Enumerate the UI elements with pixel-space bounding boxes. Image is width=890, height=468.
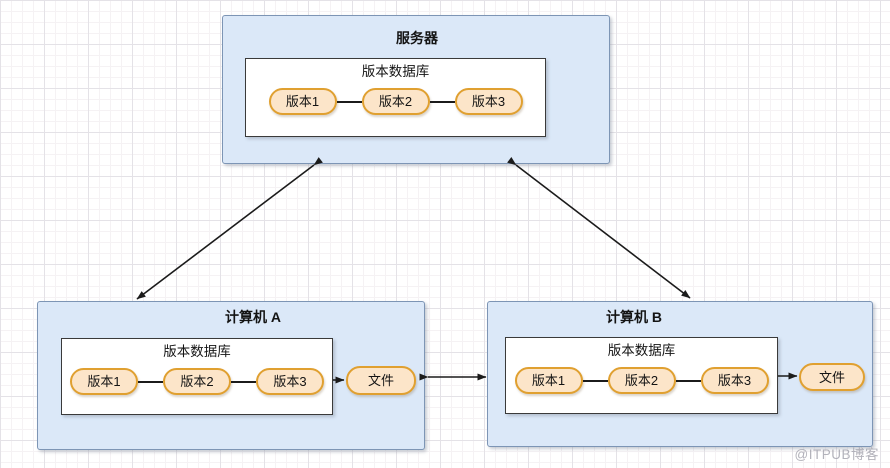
computer-a-box: 计算机 A 版本数据库 版本1 版本2 版本3 文件 — [37, 301, 425, 450]
version-pill: 版本3 — [454, 88, 523, 115]
connector-line — [675, 379, 701, 382]
version-pill: 版本3 — [256, 368, 324, 395]
version-chain: 版本1 版本2 版本3 — [70, 368, 324, 395]
computer-b-version-db-box: 版本数据库 版本1 版本2 版本3 — [505, 337, 778, 414]
computer-a-title: 计算机 A — [225, 309, 281, 325]
computer-b-box: 计算机 B 版本数据库 版本1 版本2 版本3 文件 — [487, 301, 873, 447]
computer-b-title: 计算机 B — [606, 309, 662, 325]
file-pill: 文件 — [799, 363, 865, 391]
watermark: @ITPUB博客 — [794, 447, 879, 462]
version-db-label: 版本数据库 — [361, 64, 430, 79]
computer-a-version-db-box: 版本数据库 版本1 版本2 版本3 — [61, 338, 333, 415]
server-box: 服务器 版本数据库 版本1 版本2 版本3 — [222, 15, 610, 164]
connector-line — [138, 380, 163, 383]
arrow-server-computer-a — [136, 157, 323, 300]
version-db-label: 版本数据库 — [607, 343, 676, 358]
version-db-label: 版本数据库 — [163, 344, 231, 359]
version-chain: 版本1 版本2 版本3 — [514, 367, 769, 394]
version-pill: 版本1 — [268, 88, 337, 115]
connector-line — [336, 100, 362, 103]
arrow-server-computer-b — [507, 157, 691, 299]
connector-line — [582, 379, 608, 382]
connector-line — [429, 100, 455, 103]
version-pill: 版本1 — [70, 368, 138, 395]
version-pill: 版本3 — [700, 367, 769, 394]
version-pill: 版本1 — [514, 367, 583, 394]
version-pill: 版本2 — [163, 368, 231, 395]
server-title: 服务器 — [396, 30, 438, 46]
server-version-db-box: 版本数据库 版本1 版本2 版本3 — [245, 58, 546, 137]
file-pill: 文件 — [346, 366, 416, 395]
version-chain: 版本1 版本2 版本3 — [268, 88, 523, 115]
version-pill: 版本2 — [361, 88, 430, 115]
connector-line — [231, 380, 256, 383]
version-pill: 版本2 — [607, 367, 676, 394]
